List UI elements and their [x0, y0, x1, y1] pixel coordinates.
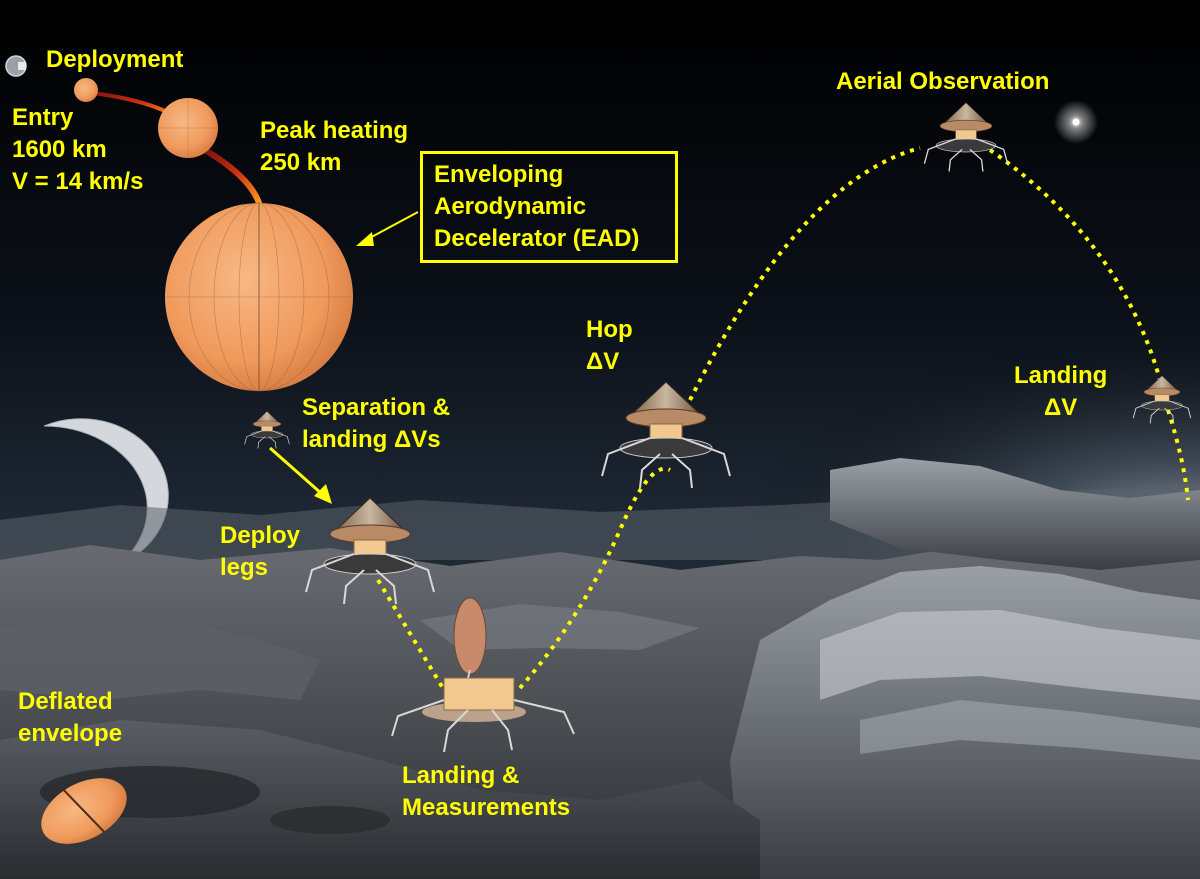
ead-callout-box — [420, 151, 678, 263]
antenna-dish — [453, 597, 487, 679]
label-deployment: Deployment — [46, 46, 184, 73]
label-ead: Enveloping Aerodynamic Decelerator (EAD) — [434, 161, 640, 252]
spacecraft-icon — [5, 55, 27, 77]
balloon-icon — [41, 778, 127, 844]
balloon-icon — [74, 78, 98, 102]
label-landing: Landing ΔV — [1014, 362, 1108, 421]
balloon-icon — [165, 202, 353, 392]
trajectory-descent — [376, 578, 446, 692]
sun-icon — [1054, 100, 1098, 144]
label-deploy-legs: Deploy legs — [220, 522, 301, 581]
label-separation: Separation & landing ΔVs — [302, 394, 451, 453]
label-entry: Entry 1600 km V = 14 km/s — [12, 104, 144, 195]
trajectory-hop-arc — [688, 146, 921, 401]
label-landing-measurements: Landing & Measurements — [402, 762, 571, 821]
rock-cliff — [830, 458, 1200, 570]
label-peak-heating: Peak heating 250 km — [260, 117, 409, 176]
balloon-icon — [158, 98, 218, 158]
trajectory-descent-right — [988, 148, 1162, 381]
label-deflated-envelope: Deflated envelope — [18, 688, 123, 747]
trajectory-hop-up — [518, 466, 671, 690]
ead-arrow — [356, 211, 419, 246]
lander-icon — [391, 597, 575, 753]
separation-arrow — [269, 446, 332, 504]
label-hop: Hop ΔV — [586, 316, 633, 375]
label-aerial-observation: Aerial Observation — [836, 68, 1050, 95]
